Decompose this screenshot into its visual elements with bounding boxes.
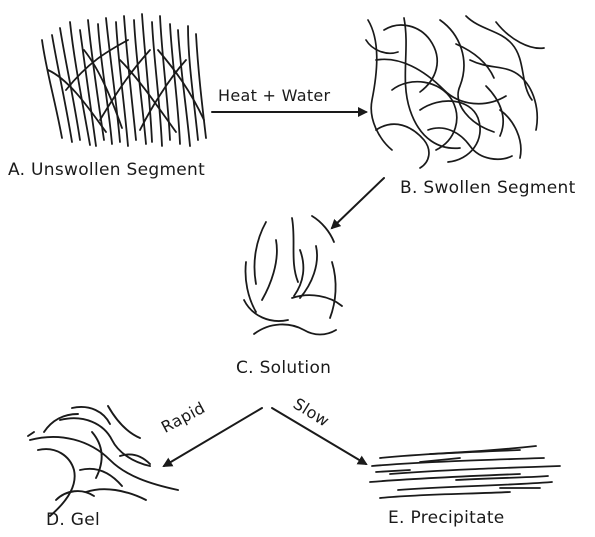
swollen-to-solution-arrow bbox=[332, 178, 384, 228]
label-solution: C. Solution bbox=[236, 358, 331, 378]
label-unswollen-segment: A. Unswollen Segment bbox=[8, 160, 205, 180]
label-gel: D. Gel bbox=[46, 510, 100, 530]
swollen-segment-drawing bbox=[366, 16, 544, 168]
unswollen-segment-drawing bbox=[42, 14, 206, 146]
label-precipitate: E. Precipitate bbox=[388, 508, 505, 528]
gel-drawing bbox=[28, 406, 178, 516]
precipitate-drawing bbox=[370, 446, 560, 498]
solution-drawing bbox=[244, 216, 342, 335]
label-heat-water: Heat + Water bbox=[218, 86, 330, 105]
label-swollen-segment: B. Swollen Segment bbox=[400, 178, 576, 198]
